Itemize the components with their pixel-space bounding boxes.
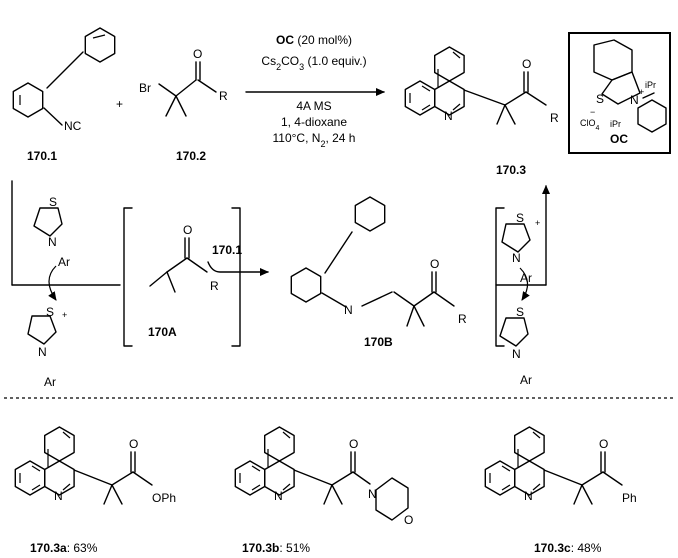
carbene-right-ar: Ar [520, 373, 532, 387]
radical-170a-r-label: R [210, 279, 219, 293]
reactant-170-1-structure [12, 27, 116, 126]
product-b-n: N [274, 489, 283, 503]
azolium-right-s: S [516, 211, 524, 225]
product-a-structure [14, 426, 153, 505]
carbonyl-o-label: O [193, 47, 202, 61]
catalyst-label: OC [610, 132, 628, 146]
radical-170a-o-label: O [183, 223, 192, 237]
product-c-group: Ph [622, 491, 637, 505]
catalyst-anion: ClO4 [580, 118, 600, 132]
r-group-label: R [219, 89, 228, 103]
product-b-ring-o: O [404, 513, 413, 527]
product-b-caption: 170.3b: 51% [242, 541, 310, 555]
product-c-o: O [599, 437, 608, 451]
product-a-caption: 170.3a: 63% [30, 541, 98, 555]
catalyst-ipr-bottom: iPr [610, 119, 621, 129]
radical-170a-structure [149, 237, 208, 293]
catalyst-ipr-top: iPr [645, 80, 656, 90]
intermediate-170b-label: 170B [364, 335, 393, 349]
product-170-3-label: 170.3 [496, 163, 526, 177]
intermediate-170b-r-label: R [458, 312, 467, 326]
product-c-n: N [524, 489, 533, 503]
azolium-right-n: N [512, 251, 521, 265]
azolium-right-plus: + [535, 218, 540, 228]
bracket-left-inner [231, 207, 241, 347]
catalyst-s-label: S [596, 92, 604, 106]
catalyst-plus: + [639, 87, 644, 97]
condition-solvent: 1, 4-dioxane [281, 115, 347, 129]
isocyanide-label: NC [64, 119, 82, 133]
bracket-left [123, 207, 133, 347]
intermediate-170b-n-label: N [344, 303, 353, 317]
reagent-over-arrow: 170.1 [212, 243, 242, 257]
product-n-label: N [444, 109, 453, 123]
catalyst-n-label: N [630, 93, 639, 107]
carbene-s-label: S [49, 195, 57, 209]
product-a-group: OPh [152, 491, 176, 505]
azolium-n-label: N [38, 345, 47, 359]
azolium-left [27, 315, 57, 345]
product-170-3-structure [404, 46, 547, 125]
bracket-right [495, 207, 505, 347]
product-a-n: N [54, 489, 63, 503]
free-carbene-left [33, 207, 63, 237]
product-c-caption: 170.3c: 48% [534, 541, 602, 555]
bromo-label: Br [139, 81, 151, 95]
catalyst-structure [593, 39, 667, 133]
mechanism-left-track [11, 180, 121, 301]
product-b-o: O [349, 437, 358, 451]
azolium-s-label: S [46, 305, 54, 319]
azolium-ar-label: Ar [44, 375, 56, 389]
product-a-o: O [129, 437, 138, 451]
condition-additive: 4A MS [296, 99, 331, 113]
condition-base: Cs2CO3 (1.0 equiv.) [261, 54, 366, 72]
mechanism-right-track [495, 185, 550, 301]
azolium-plus: + [62, 310, 67, 320]
intermediate-170a-label: 170A [148, 325, 177, 339]
carbene-n-label: N [48, 235, 57, 249]
reactant-170-2-label: 170.2 [176, 149, 206, 163]
azolium-right [501, 223, 531, 253]
free-carbene-right [499, 317, 529, 347]
catalyst-anion-charge: − [590, 107, 595, 117]
product-c-structure [484, 426, 623, 505]
intermediate-170b-structure [290, 196, 455, 327]
product-b-structure [234, 426, 409, 521]
condition-catalyst: OC (20 mol%) [276, 33, 352, 47]
reactant-170-1-label: 170.1 [27, 149, 57, 163]
carbene-ar-label: Ar [58, 255, 70, 269]
reactant-170-2-structure [158, 61, 217, 117]
condition-temp-atm: 110°C, N2, 24 h [273, 131, 356, 149]
carbene-right-n: N [512, 347, 521, 361]
product-r-label: R [550, 111, 559, 125]
catalyst-box [568, 32, 671, 154]
mechanism-arrow-1 [207, 261, 269, 276]
carbene-right-s: S [516, 305, 524, 319]
plus-sign: + [116, 97, 123, 111]
product-b-group: N [368, 487, 377, 501]
product-o-label: O [522, 57, 531, 71]
intermediate-170b-o-label: O [430, 257, 439, 271]
